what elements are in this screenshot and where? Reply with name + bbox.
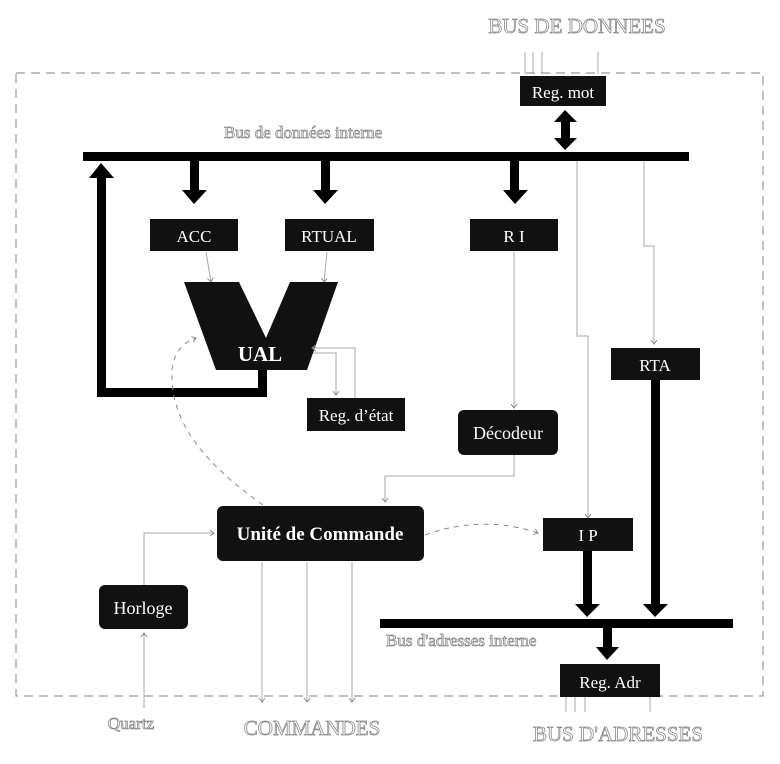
ual-label: UAL (238, 342, 282, 366)
rta-label: RTA (639, 356, 671, 375)
quartz-label: Quartz (108, 714, 155, 733)
unite-commande-block: Unité de Commande (217, 506, 424, 561)
reg-mot-block: Reg. mot (520, 76, 606, 106)
reg-mot-label: Reg. mot (532, 83, 595, 102)
bus-to-rta-link (643, 161, 654, 344)
horloge-block: Horloge (99, 585, 188, 629)
ri-label: R I (503, 227, 525, 246)
reg-mot-bus-double-arrow (554, 110, 577, 150)
rtual-block: RTUAL (285, 219, 374, 251)
rtual-to-ual-link (324, 251, 327, 282)
horloge-to-commande-link (143, 533, 214, 585)
acc-to-ual-link (205, 251, 211, 282)
commande-to-ual-control (171, 338, 264, 506)
bus-to-ip-link (576, 161, 588, 518)
ual-block: UAL (184, 282, 338, 370)
reg-etat-block: Reg. d’état (307, 398, 405, 431)
bus-to-acc-arrow (182, 161, 207, 204)
reg-etat-label: Reg. d’état (319, 406, 394, 425)
ri-block: R I (470, 219, 558, 251)
address-bus-label: BUS D'ADRESSES (533, 722, 703, 746)
unite-commande-label: Unité de Commande (237, 524, 404, 545)
decodeur-to-commande-link (385, 455, 515, 502)
reg-adr-label: Reg. Adr (579, 673, 641, 692)
bus-to-ri-arrow (503, 161, 528, 204)
ip-label: I P (578, 526, 597, 545)
ip-block: I P (543, 518, 633, 551)
command-lines (262, 562, 352, 702)
ual-to-reg-etat-link (313, 352, 336, 395)
commands-label: COMMANDES (244, 716, 381, 740)
decodeur-block: Décodeur (458, 410, 558, 455)
acc-block: ACC (150, 219, 238, 251)
reg-etat-to-ual-link (312, 348, 356, 398)
rta-to-address-bus-arrow (643, 380, 668, 617)
processor-boundary (15, 72, 764, 697)
rta-block: RTA (611, 348, 700, 380)
horloge-label: Horloge (114, 598, 173, 618)
internal-address-bus (380, 619, 733, 628)
internal-data-bus-label: Bus de données interne (224, 123, 382, 142)
external-address-lines (565, 697, 651, 712)
external-data-lines (524, 52, 599, 74)
address-bus-to-reg-adr-arrow (596, 628, 619, 660)
reg-adr-block: Reg. Adr (560, 664, 660, 697)
internal-data-bus (83, 152, 689, 161)
acc-label: ACC (177, 227, 212, 246)
decodeur-label: Décodeur (473, 423, 543, 443)
ip-to-address-bus-arrow (575, 551, 600, 617)
ual-feedback-path (89, 163, 267, 397)
internal-address-bus-label: Bus d'adresses interne (386, 631, 536, 650)
data-bus-label: BUS DE DONNEES (488, 14, 665, 38)
bus-to-rtual-arrow (313, 161, 338, 204)
commande-to-ip-control (424, 523, 538, 536)
rtual-label: RTUAL (301, 227, 357, 246)
